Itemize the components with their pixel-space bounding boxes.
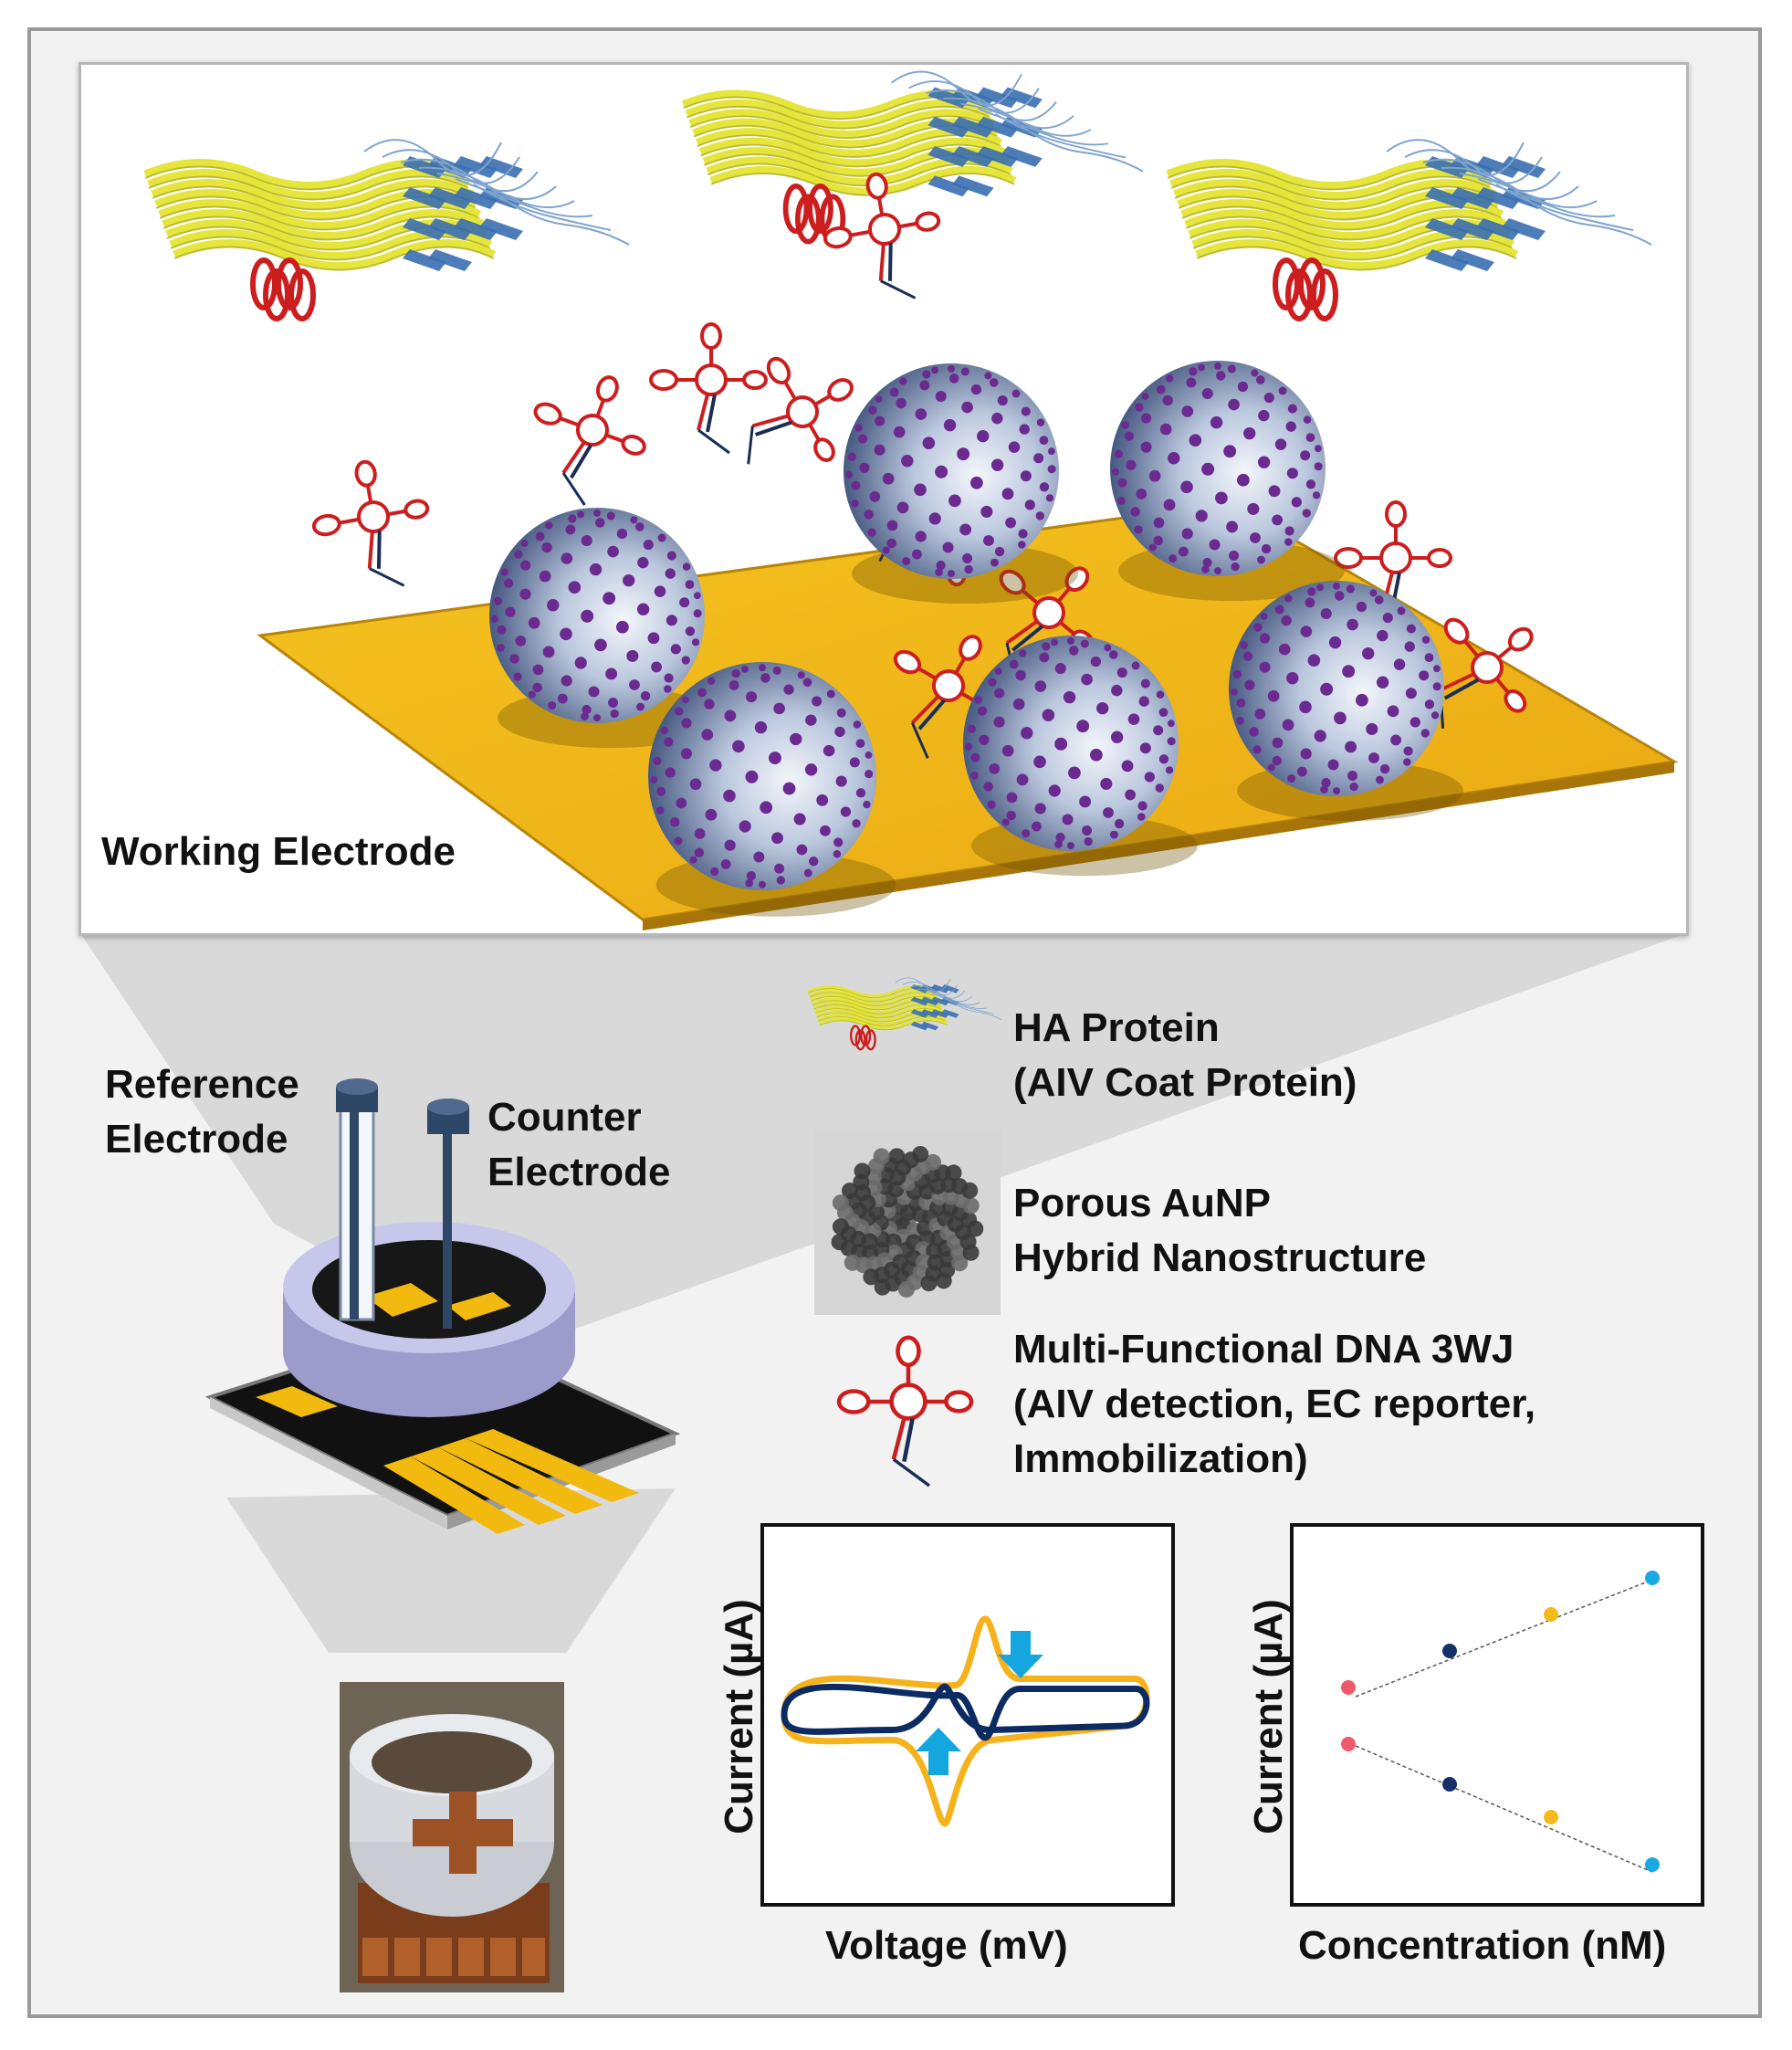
cv-x-axis-label: Voltage (mV) — [825, 1923, 1068, 1968]
ha-protein — [681, 70, 1144, 245]
aunp-legend-text: Porous AuNP Hybrid Nanostructure — [1013, 1181, 1427, 1280]
tem-particle — [967, 1220, 984, 1237]
dna-3wj — [893, 635, 999, 759]
tem-particle — [874, 1278, 891, 1296]
dna-3wj — [1439, 617, 1534, 729]
aunp-sphere — [489, 508, 724, 749]
ha-protein-legend-icon — [807, 977, 1002, 1051]
data-point — [1645, 1571, 1660, 1585]
cv-plot — [760, 1523, 1175, 1907]
tem-particle — [961, 1182, 979, 1199]
tem-particle — [841, 1183, 858, 1200]
electrode-device — [204, 1078, 681, 1534]
dna-3wj — [311, 459, 430, 587]
tem-particle — [897, 1280, 915, 1298]
tem-particle — [935, 1272, 952, 1289]
cv-y-axis-label: Current (µA) — [717, 1599, 761, 1834]
calibration-plot — [1290, 1523, 1704, 1907]
trend-line — [1355, 1745, 1653, 1873]
data-point — [1544, 1607, 1558, 1622]
reference-electrode-label: Reference Electrode — [105, 1062, 299, 1162]
dna-legend-text: Multi-Functional DNA 3WJ (AIV detection,… — [1013, 1327, 1536, 1481]
ha-protein-legend-text: HA Protein (AIV Coat Protein) — [1013, 1005, 1357, 1105]
dna-3wj-legend-icon — [836, 1335, 974, 1488]
cv-up-arrow — [916, 1728, 961, 1775]
aunp-sphere — [1229, 581, 1463, 822]
tem-particle — [888, 1148, 906, 1165]
aunp-sphere — [648, 662, 896, 917]
dna-3wj — [823, 172, 941, 300]
cv-curves — [781, 1615, 1150, 1827]
tem-particle — [945, 1164, 962, 1182]
dna-3wj — [533, 375, 646, 506]
tem-particle — [912, 1145, 929, 1162]
aunp-sphere — [1110, 361, 1345, 602]
cv-inner-curve — [781, 1683, 1150, 1741]
tem-particle — [844, 1254, 861, 1271]
trend-line — [1355, 1579, 1653, 1698]
tem-particle — [832, 1218, 849, 1235]
calibration-points — [1341, 1571, 1660, 1873]
data-point — [1442, 1644, 1457, 1658]
aunp-tem-image — [814, 1129, 1001, 1315]
tem-particle — [863, 1268, 880, 1286]
tem-particle — [854, 1162, 871, 1180]
tem-particle — [831, 1234, 848, 1251]
aunp-sphere — [844, 363, 1078, 604]
working-electrode-panel: Working Electrode — [79, 62, 1689, 936]
ha-protein — [143, 139, 630, 321]
aunp-sphere — [963, 636, 1198, 877]
cv-down-arrow — [998, 1631, 1043, 1678]
tem-particle — [924, 1153, 941, 1171]
data-point — [1645, 1857, 1660, 1872]
working-electrode-scene — [143, 70, 1679, 930]
calibration-x-axis-label: Concentration (nM) — [1298, 1923, 1667, 1968]
data-point — [1341, 1680, 1356, 1695]
dna-3wj — [649, 322, 768, 455]
aunp-sphere-group — [489, 361, 1463, 917]
dna-3wj — [836, 1335, 974, 1488]
dna-3wj — [747, 356, 854, 465]
tem-particle — [962, 1197, 980, 1214]
data-point — [1544, 1810, 1558, 1824]
tem-particle — [832, 1194, 849, 1212]
ha-protein — [1166, 139, 1652, 321]
working-electrode-label: Working Electrode — [101, 829, 456, 874]
tem-particle — [920, 1275, 938, 1292]
ha-protein-group — [143, 70, 1652, 321]
tem-particle — [951, 1255, 969, 1272]
data-point — [1442, 1777, 1457, 1792]
tem-particle — [962, 1244, 980, 1261]
data-point — [1341, 1737, 1356, 1751]
tem-particle — [873, 1148, 890, 1165]
device-photo — [340, 1682, 564, 1992]
ha-protein — [807, 977, 1002, 1051]
counter-electrode-label: Counter Electrode — [487, 1095, 671, 1194]
calibration-y-axis-label: Current (µA) — [1246, 1599, 1291, 1834]
